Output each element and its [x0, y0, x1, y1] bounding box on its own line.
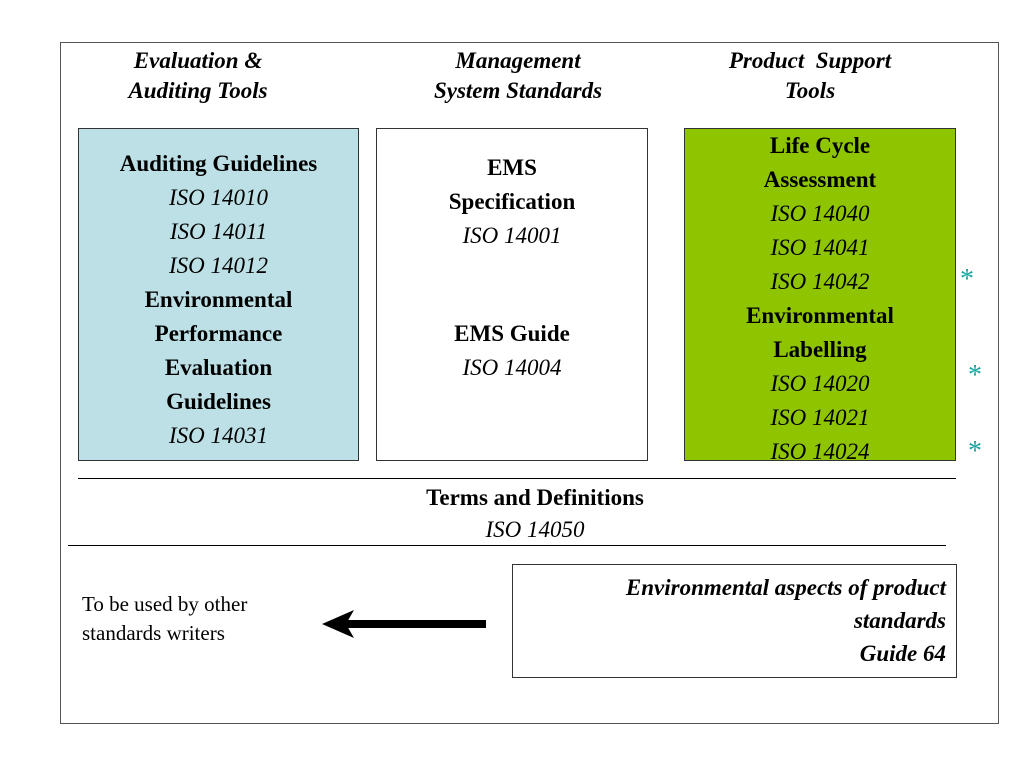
header-product-support-tools: Product Support Tools — [690, 46, 930, 106]
writers-note: To be used by other standards writers — [82, 590, 322, 648]
header-middle-line2: System Standards — [433, 78, 603, 103]
header-left-line2: Auditing Tools — [128, 78, 268, 103]
writers-note-line2: standards writers — [82, 621, 225, 645]
diagram-frame — [60, 42, 999, 724]
ems-title: EMS — [487, 155, 537, 180]
terms-title: Terms and Definitions — [426, 485, 644, 510]
guide-line1: Environmental aspects of product — [625, 575, 946, 600]
header-middle-line1: Management — [455, 48, 581, 73]
divider-bottom — [68, 545, 946, 546]
header-left-line1: Evaluation & — [133, 48, 263, 73]
guide-line3: Guide 64 — [859, 641, 946, 666]
ems-box: EMS Specification ISO 14001 EMS Guide IS… — [376, 128, 648, 461]
ems-specification: Specification — [448, 189, 576, 214]
guide-line2: standards — [853, 608, 946, 633]
iso-14050: ISO 14050 — [485, 517, 585, 542]
iso-14011: ISO 14011 — [169, 219, 268, 244]
writers-note-line1: To be used by other — [82, 592, 248, 616]
env-performance-line1: Environmental — [144, 287, 293, 312]
iso-14004: ISO 14004 — [462, 355, 562, 380]
asterisk-marker-1: * — [960, 264, 974, 295]
iso-14001: ISO 14001 — [462, 223, 562, 248]
header-right-line1: Product Support — [728, 48, 892, 73]
asterisk-marker-2: * — [968, 360, 982, 391]
env-labelling-line1: Environmental — [746, 303, 894, 328]
env-labelling-line2: Labelling — [773, 337, 867, 362]
env-performance-line3: Evaluation — [164, 355, 273, 380]
ems-guide: EMS Guide — [454, 321, 570, 346]
iso-14041: ISO 14041 — [770, 235, 870, 260]
iso-14021: ISO 14021 — [770, 405, 870, 430]
iso-14024: ISO 14024 — [770, 439, 870, 464]
header-right-line2: Tools — [784, 78, 836, 103]
divider-top — [78, 478, 956, 479]
env-performance-line4: Guidelines — [166, 389, 271, 414]
iso-14040: ISO 14040 — [770, 201, 870, 226]
product-support-box: Life Cycle Assessment ISO 14040 ISO 1404… — [684, 128, 956, 464]
env-performance-line2: Performance — [154, 321, 283, 346]
auditing-guidelines-box: Auditing Guidelines ISO 14010 ISO 14011 … — [78, 128, 359, 461]
guide-64-box: Environmental aspects of product standar… — [512, 564, 957, 678]
iso-14010: ISO 14010 — [168, 185, 269, 210]
terms-definitions: Terms and Definitions ISO 14050 — [300, 482, 770, 546]
life-cycle-line2: Assessment — [763, 167, 877, 192]
header-management-system-standards: Management System Standards — [388, 46, 648, 106]
header-evaluation-auditing-tools: Evaluation & Auditing Tools — [88, 46, 308, 106]
iso-14031: ISO 14031 — [168, 423, 269, 448]
iso-14020: ISO 14020 — [770, 371, 870, 396]
iso-14042: ISO 14042 — [770, 269, 870, 294]
life-cycle-line1: Life Cycle — [769, 133, 871, 158]
iso-14012: ISO 14012 — [168, 253, 269, 278]
auditing-guidelines-title: Auditing Guidelines — [119, 151, 318, 176]
asterisk-marker-3: * — [968, 436, 982, 467]
left-arrow-icon — [322, 610, 486, 638]
